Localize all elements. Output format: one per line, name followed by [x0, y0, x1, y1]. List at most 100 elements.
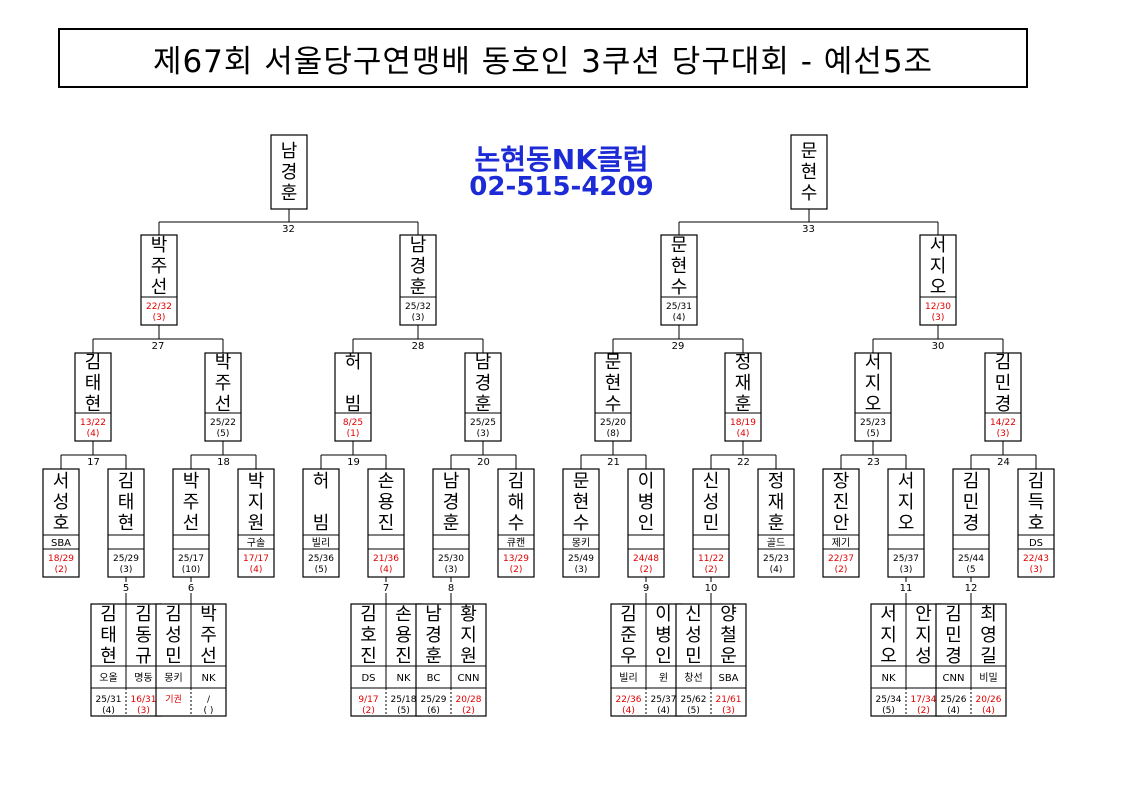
player-name-char: 경 [281, 162, 298, 183]
player-name-char: 주 [215, 373, 232, 394]
player-name-char: 진 [395, 646, 412, 667]
player-rank: (5) [687, 706, 700, 716]
player-name-char: 재 [768, 492, 785, 513]
match-connector: 23 [840, 441, 907, 469]
player-box: 문현수 [790, 134, 828, 210]
player-club: DS [361, 673, 375, 684]
player-name-char: 영 [980, 625, 997, 646]
player-name-char: 동 [135, 625, 152, 646]
player-name-char: 이 [655, 604, 672, 625]
player-name-char: 김 [995, 352, 1012, 373]
match-number: 18 [217, 457, 230, 468]
player-name-char: 호 [53, 513, 70, 534]
player-score: 25/62 [681, 695, 707, 705]
player-club: DS [1029, 538, 1043, 549]
player-name-char: 성 [703, 492, 720, 513]
player-box-frame [497, 468, 535, 578]
player-name-char: 오 [898, 513, 915, 534]
player-box: 11/22(2)신성민 [692, 468, 730, 578]
match-connector: 30 [872, 325, 1004, 353]
player-name-char: 지 [865, 373, 882, 394]
match-connector: 18 [190, 441, 257, 469]
player-name-char: 박 [248, 471, 265, 492]
match-number: 11 [900, 583, 913, 594]
player-rank: (3) [412, 313, 425, 323]
match-number: 32 [282, 224, 295, 235]
player-box-frame [42, 468, 80, 578]
player-rank: (4) [737, 429, 750, 439]
player-name-char: 민 [685, 646, 702, 667]
player-rank: (5) [217, 429, 230, 439]
player-box: 21/36(4)손용진 [367, 468, 405, 578]
player-score: 20/28 [456, 695, 482, 705]
player-name-char: 서 [880, 604, 897, 625]
player-name-char: 남 [475, 352, 492, 373]
player-rank: (5) [315, 565, 328, 575]
player-name-char: 최 [980, 604, 997, 625]
player-rank: (3) [137, 706, 150, 716]
player-name-char: 오 [865, 394, 882, 415]
match-number-bg [410, 340, 426, 351]
player-name-char: 병 [638, 492, 655, 513]
player-score: 12/30 [925, 302, 951, 312]
player-name-char: 이 [638, 471, 655, 492]
player-name-char: 현 [801, 162, 818, 183]
player-rank: (3) [1030, 565, 1043, 575]
player-name-char: 인 [638, 513, 655, 534]
player-box: 남경훈 [270, 134, 308, 210]
player-name-char: 경 [995, 394, 1012, 415]
match-number: 8 [448, 583, 454, 594]
player-name-char: 남 [410, 235, 427, 256]
player-name-char: 민 [995, 373, 1012, 394]
player-name-char: 현 [85, 394, 102, 415]
player-name-char: 태 [85, 373, 102, 394]
player-name-char: 정 [768, 471, 785, 492]
player-name-char: 서 [898, 471, 915, 492]
player-box: 25/17(10)박주선 [172, 468, 210, 578]
match-number: 7 [383, 583, 389, 594]
player-name-char: 손 [395, 604, 412, 625]
player-club: 구솔 [247, 537, 265, 549]
player-box: 25/32(3)남경훈 [399, 234, 437, 326]
match-number-bg [85, 456, 102, 467]
player-score: 25/20 [600, 418, 626, 428]
match-number-bg [150, 340, 166, 351]
player-box-frame [627, 468, 665, 578]
player-box: 25/25(3)남경훈 [464, 352, 502, 442]
player-name-char: 정 [735, 352, 752, 373]
player-name-char: 경 [963, 513, 980, 534]
player-name-char: 지 [915, 625, 932, 646]
player-club: 골드 [767, 537, 785, 549]
match-number: 19 [347, 457, 360, 468]
player-name-char: 철 [720, 625, 737, 646]
match-number: 6 [188, 583, 194, 594]
player-name-char: 문 [605, 352, 622, 373]
player-score: 17/17 [243, 554, 269, 564]
player-club: SBA [51, 538, 71, 549]
player-name-char: 박 [200, 604, 217, 625]
player-name-char: 진 [833, 492, 850, 513]
player-score: 25/26 [941, 695, 967, 705]
match-number: 5 [123, 583, 129, 594]
match-number-bg [605, 456, 622, 467]
player-name-char: 성 [53, 492, 70, 513]
player-score: 25/30 [438, 554, 464, 564]
player-club: 제기 [832, 537, 850, 549]
player-name-char: 민 [963, 492, 980, 513]
player-name-char: 선 [215, 394, 232, 415]
match-number: 17 [87, 457, 100, 468]
player-score: 22/37 [828, 554, 854, 564]
player-name-char: 호 [360, 625, 377, 646]
player-score: 25/23 [763, 554, 789, 564]
player-score: 13/29 [503, 554, 529, 564]
player-name-char: 황 [460, 604, 477, 625]
player-rank: (5) [882, 706, 895, 716]
player-rank: (2) [55, 565, 68, 575]
player-name-char: 수 [801, 183, 818, 204]
player-name-char: 장 [833, 471, 850, 492]
player-rank: (3) [445, 565, 458, 575]
